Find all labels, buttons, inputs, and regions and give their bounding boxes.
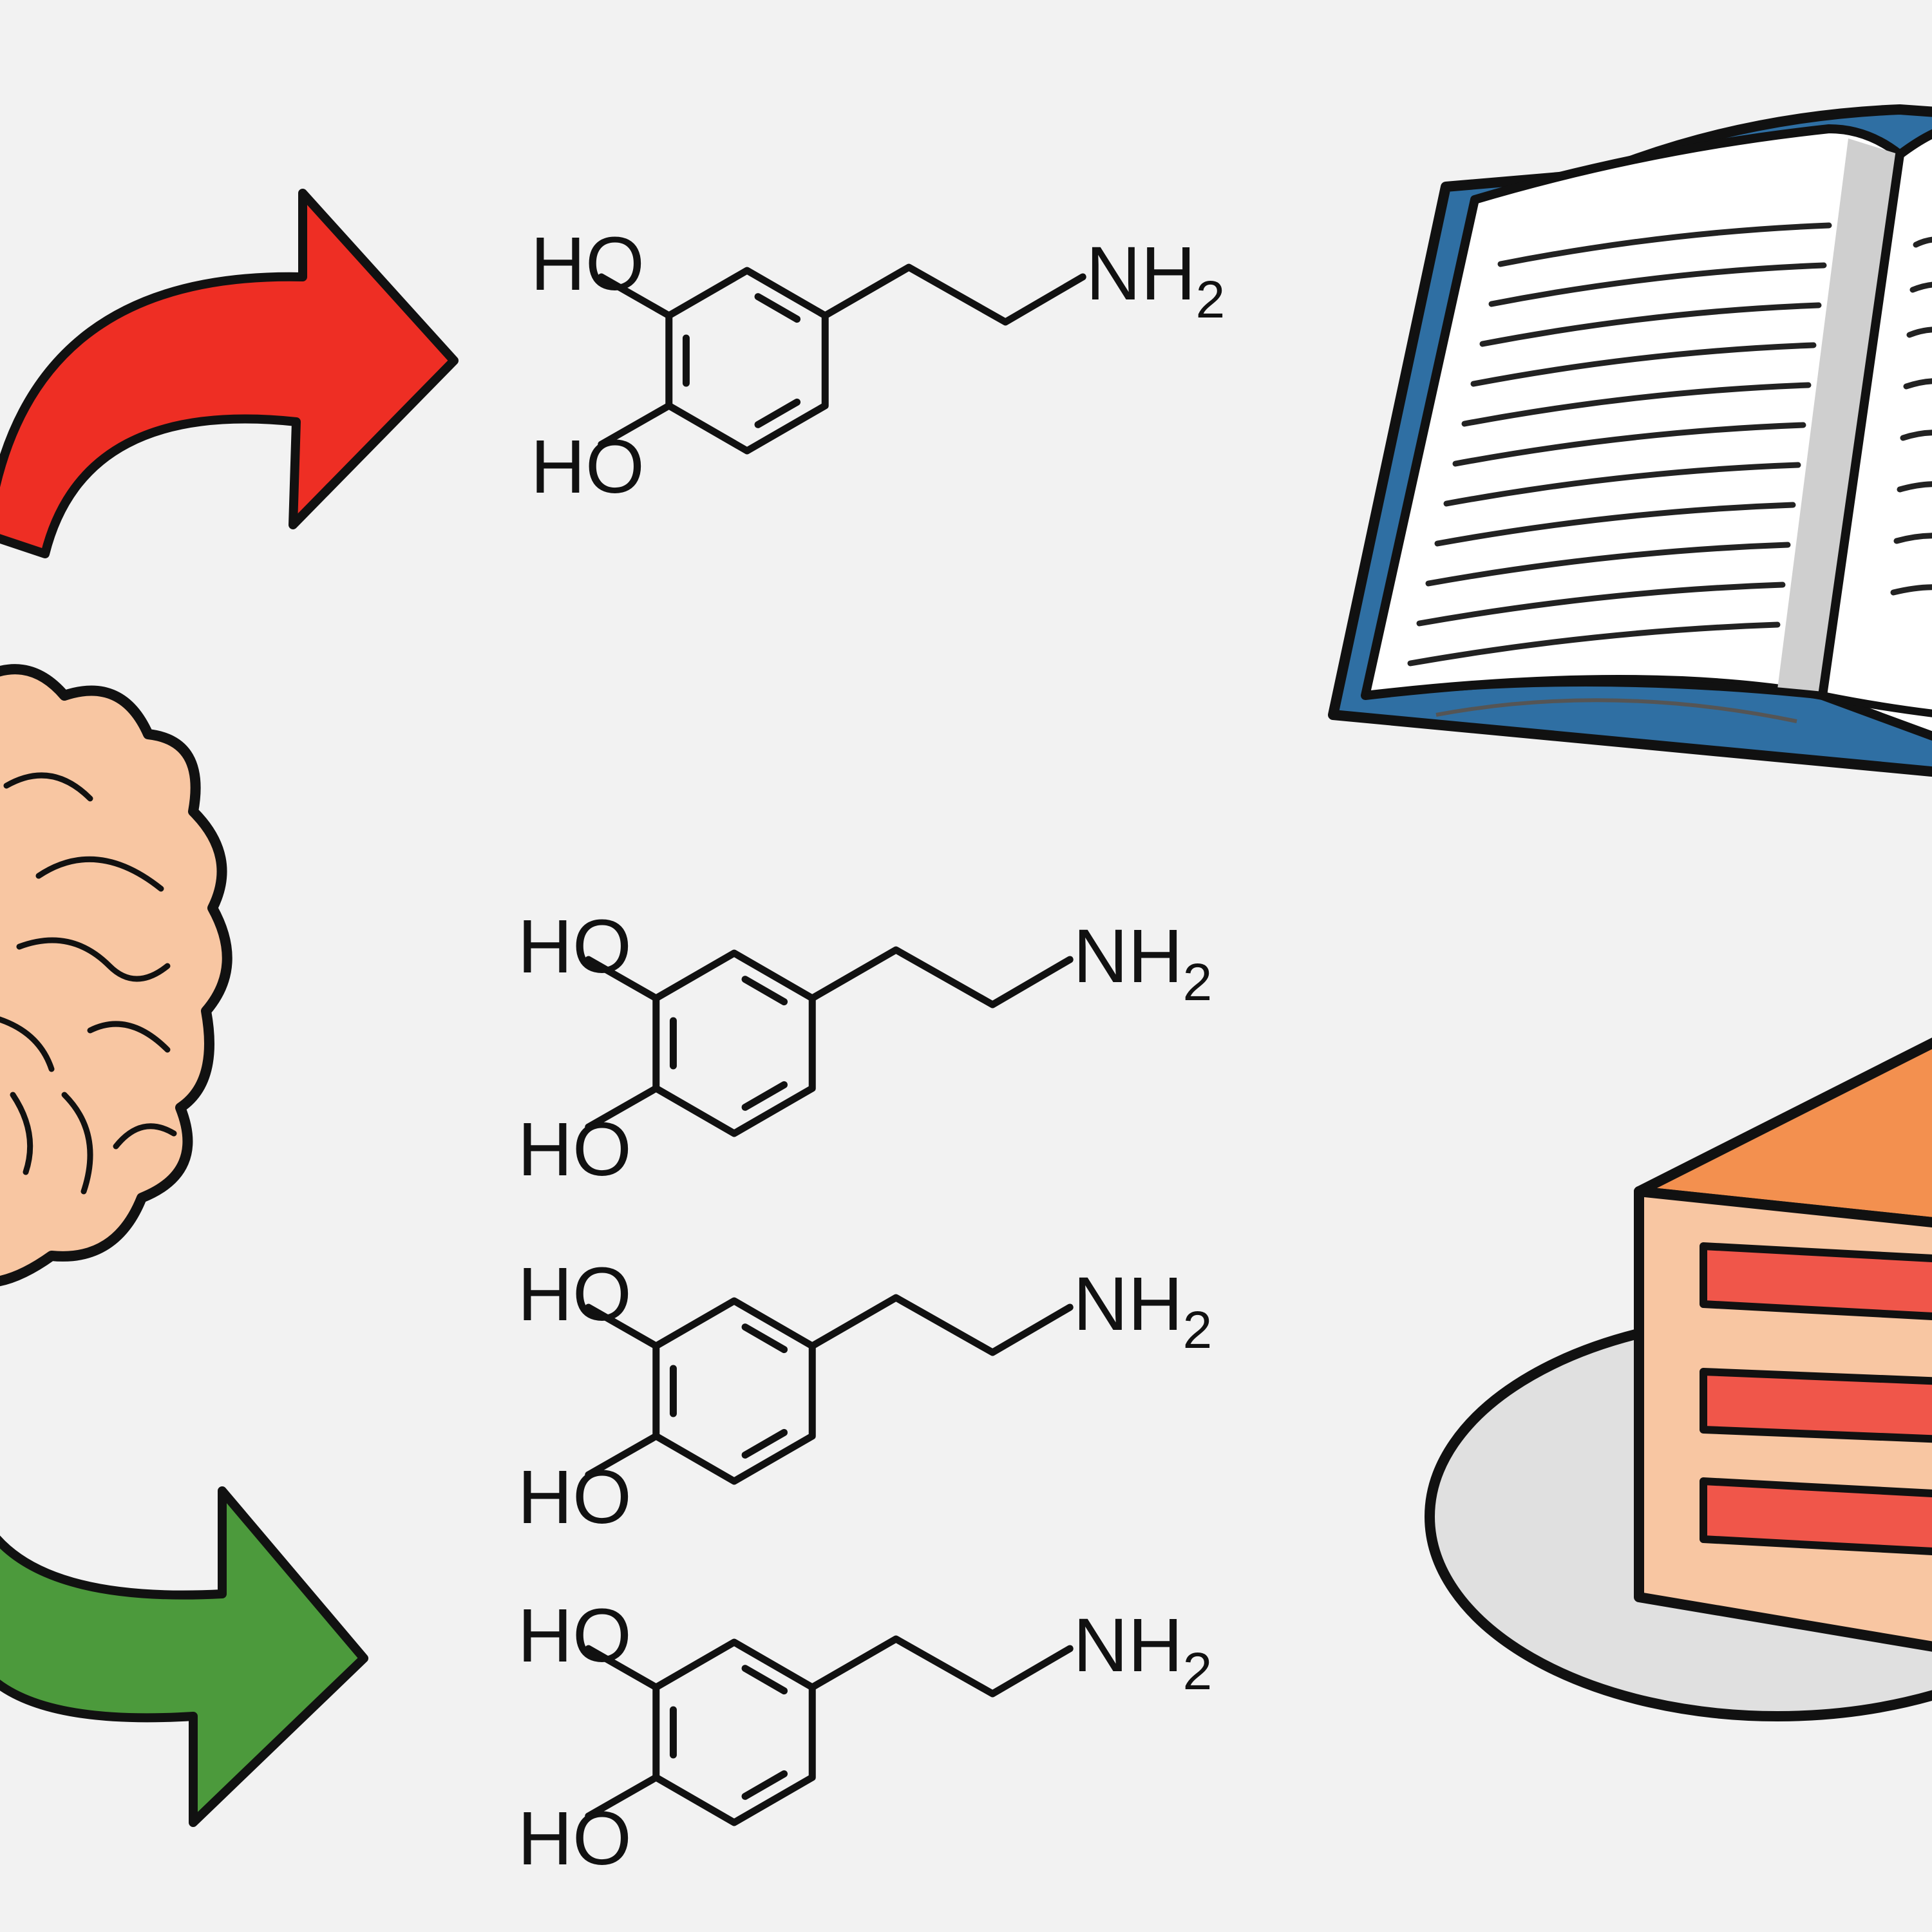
book-text-line — [1434, 502, 1796, 547]
amine-label: NH2 — [1073, 914, 1212, 1012]
dopamine-molecule: HO HO NH2 — [518, 1593, 1213, 1881]
book-text-line — [1470, 342, 1817, 387]
book-text-line — [1443, 462, 1801, 507]
amine-subscript: 2 — [1183, 953, 1213, 1012]
book-text-line — [1497, 222, 1832, 267]
book-text-line — [1461, 382, 1812, 427]
book-text-line — [1407, 621, 1781, 667]
amine-label: NH2 — [1073, 1603, 1212, 1701]
ethylamine-chain — [808, 1635, 1074, 1698]
book-text-line — [1416, 582, 1786, 627]
oh-bond — [598, 273, 673, 319]
double-bond — [741, 1428, 788, 1459]
brain-icon — [0, 664, 232, 1287]
dopamine-molecule: HO HO NH2 — [531, 222, 1226, 509]
hydroxyl-label: HO — [531, 222, 645, 307]
amine-label: NH2 — [1073, 1262, 1212, 1359]
double-bond — [741, 1770, 788, 1800]
amine-subscript: 2 — [1183, 1301, 1213, 1359]
amine-label: NH2 — [1086, 231, 1225, 329]
hydroxyl-label: HO — [518, 904, 632, 989]
oh-bond — [585, 1303, 660, 1350]
book-text-line — [1479, 302, 1822, 347]
amine-subscript: 2 — [1183, 1642, 1213, 1701]
oh-bond — [585, 1645, 660, 1691]
double-bond — [741, 1081, 788, 1111]
ethylamine-chain — [821, 263, 1086, 326]
oh-bond — [585, 1432, 660, 1479]
double-bond — [741, 1665, 788, 1695]
book-text-line — [1488, 262, 1827, 307]
green-curved-arrow-icon — [0, 1486, 368, 1827]
ethylamine-chain — [808, 1294, 1074, 1356]
double-bond — [741, 1323, 788, 1354]
double-bond — [741, 976, 788, 1006]
dopamine-molecule: HO HO NH2 — [518, 1252, 1213, 1540]
benzene-ring — [652, 1297, 816, 1485]
hydroxyl-label: HO — [518, 1252, 632, 1337]
oh-bond — [585, 1084, 660, 1131]
book-text-line — [1425, 542, 1791, 587]
oh-bond — [598, 402, 673, 448]
double-bond — [754, 293, 801, 323]
cake-slice-icon — [1425, 1037, 1932, 1721]
ethylamine-chain — [808, 946, 1074, 1009]
oh-bond — [585, 1774, 660, 1820]
book-text-line — [1452, 422, 1806, 467]
hydroxyl-label: HO — [531, 424, 645, 509]
hydroxyl-label: HO — [518, 1455, 632, 1540]
oh-bond — [585, 956, 660, 1002]
benzene-ring — [652, 1638, 816, 1826]
amine-subscript: 2 — [1196, 270, 1226, 329]
red-curved-arrow-icon — [0, 189, 459, 558]
open-book-icon — [1328, 104, 1932, 777]
hydroxyl-label: HO — [518, 1593, 632, 1678]
hydroxyl-label: HO — [518, 1796, 632, 1881]
dopamine-molecule: HO HO NH2 — [518, 904, 1213, 1192]
double-bond — [754, 398, 801, 428]
benzene-ring — [652, 949, 816, 1137]
benzene-ring — [665, 267, 829, 455]
hydroxyl-label: HO — [518, 1107, 632, 1192]
